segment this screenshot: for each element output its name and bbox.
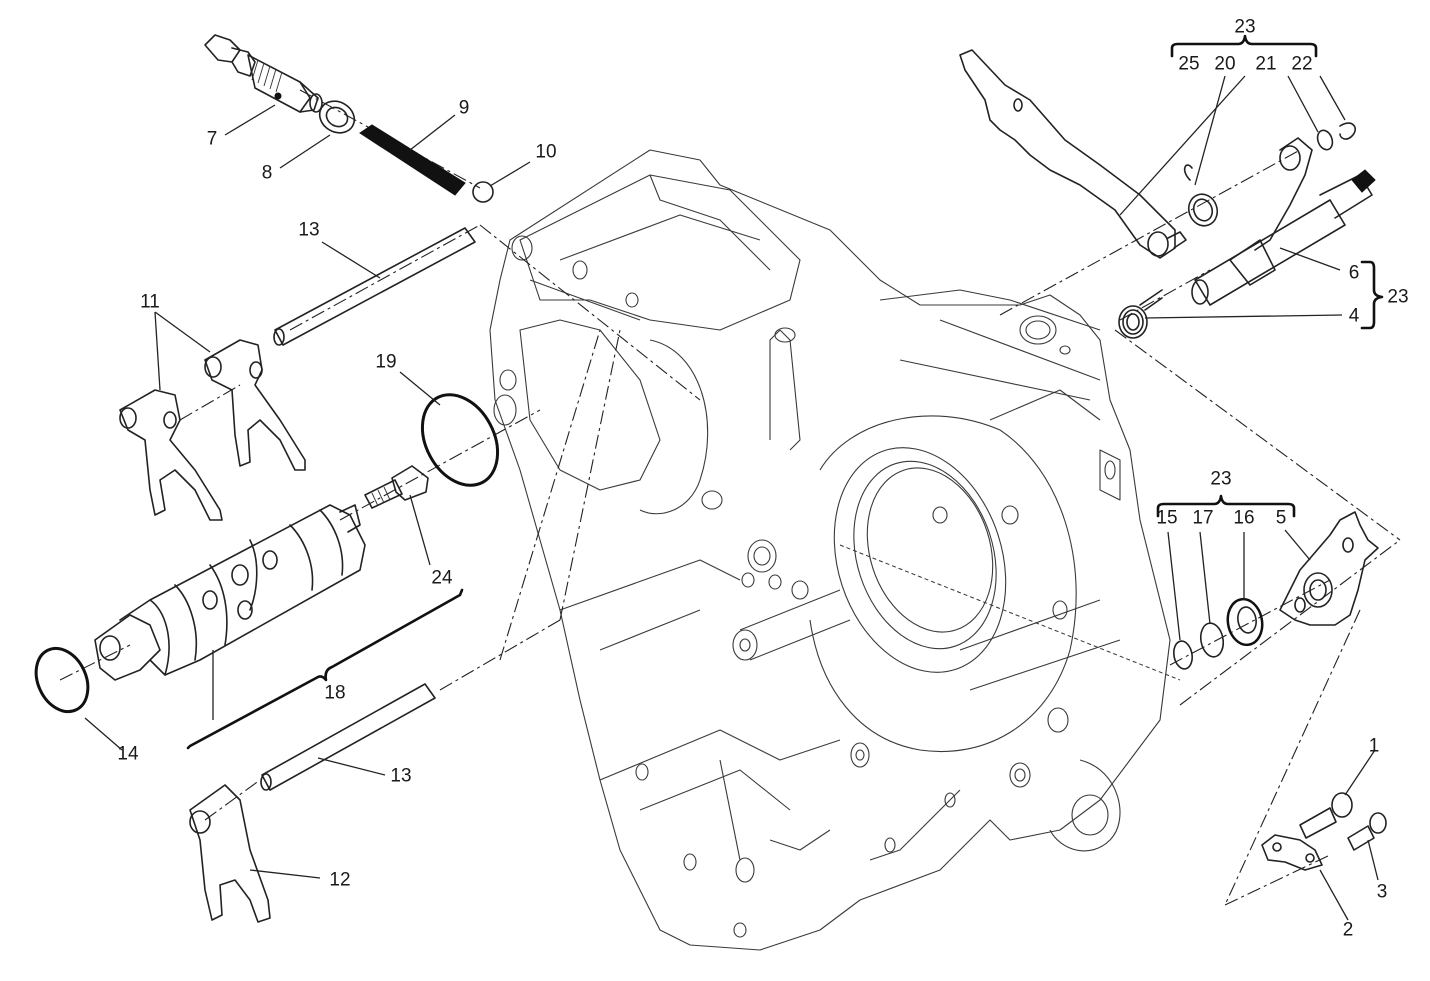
callout-15: 15 (1156, 507, 1178, 529)
leader-lines (84, 75, 1379, 921)
callout-23-right: 23 (1387, 286, 1409, 308)
callout-24: 24 (431, 567, 453, 589)
callout-18: 18 (324, 682, 346, 704)
part-22-circlip (1339, 122, 1356, 140)
part-16-seal (1226, 597, 1264, 647)
callout-23-middle: 23 (1210, 468, 1232, 490)
part-13-rod-lower (260, 683, 436, 791)
part-19-o-ring (420, 393, 500, 487)
callout-12: 12 (329, 869, 351, 891)
part-6-gearchange-shaft (1191, 137, 1376, 306)
callout-14: 14 (117, 743, 139, 765)
part-7-selector-pin (204, 34, 323, 113)
part-8-washer (318, 100, 356, 134)
part-20-spring (1183, 164, 1219, 227)
part-2-plate (1261, 834, 1323, 871)
group-braces (186, 34, 1384, 750)
brace-group-18 (186, 588, 464, 750)
part-15-circlip (1173, 640, 1193, 670)
callout-17: 17 (1192, 507, 1214, 529)
callout-10: 10 (535, 141, 557, 163)
callout-5: 5 (1275, 507, 1287, 529)
callout-4: 4 (1348, 305, 1360, 327)
crankcase (489, 149, 1171, 951)
callout-11: 11 (140, 291, 160, 313)
part-4-torsion-spring (1118, 289, 1163, 339)
callout-1: 1 (1368, 735, 1380, 757)
callout-6: 6 (1348, 262, 1360, 284)
part-3-screw (1347, 812, 1387, 851)
part-14-o-ring (34, 646, 90, 714)
brace-group-23-right (1360, 260, 1384, 330)
callout-25: 25 (1178, 53, 1200, 75)
callout-23-top: 23 (1234, 16, 1256, 38)
callout-13-upper: 13 (298, 219, 320, 241)
part-9-spring (359, 124, 466, 196)
part-13-rod-upper (273, 227, 476, 346)
part-18-selector-drum (94, 504, 366, 681)
part-25-ratchet-lever (959, 49, 1187, 259)
callout-22: 22 (1291, 53, 1313, 75)
part-10-ball (472, 181, 494, 203)
callout-19: 19 (375, 351, 397, 373)
brace-group-23-middle (1156, 494, 1296, 518)
part-24-drum-screw (364, 465, 429, 509)
callout-2: 2 (1342, 919, 1354, 941)
callout-8: 8 (261, 162, 273, 184)
callout-7: 7 (206, 128, 218, 150)
part-5-bracket (1279, 511, 1379, 626)
brace-group-23-top (1170, 34, 1318, 58)
callout-21: 21 (1255, 53, 1277, 75)
part-21-washer (1316, 129, 1334, 151)
part-12-selector-fork (189, 784, 271, 923)
callout-20: 20 (1214, 53, 1236, 75)
part-17-washer (1199, 622, 1225, 658)
callout-13-lower: 13 (390, 765, 412, 787)
callout-16: 16 (1233, 507, 1255, 529)
callout-3: 3 (1376, 881, 1388, 903)
callout-9: 9 (458, 97, 470, 119)
part-11-selector-forks (119, 339, 306, 521)
part-1-screw (1299, 792, 1353, 839)
